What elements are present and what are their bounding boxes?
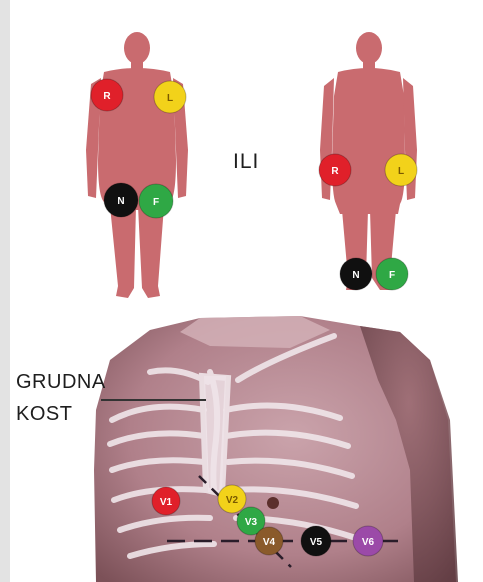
- electrode-l: L: [385, 154, 417, 186]
- electrode-label: V6: [362, 537, 375, 548]
- electrode-label: L: [398, 166, 404, 177]
- electrode-r: R: [91, 79, 123, 111]
- electrode-v5: V5: [301, 526, 331, 556]
- electrode-label: F: [389, 270, 395, 281]
- electrode-label: L: [167, 93, 173, 104]
- body-silhouette-1: [86, 32, 188, 298]
- sternum-label-line1: GRUDNA: [16, 371, 106, 394]
- electrode-n: N: [104, 183, 138, 217]
- electrode-v2: V2: [218, 485, 246, 513]
- electrode-f: F: [376, 258, 408, 290]
- electrode-label: V2: [226, 495, 239, 506]
- electrode-label: R: [103, 91, 111, 102]
- electrode-v1: V1: [152, 487, 180, 515]
- nipple-mark: [267, 497, 279, 509]
- electrode-label: N: [352, 270, 359, 281]
- sternum-label-line2: KOST: [16, 403, 72, 426]
- electrode-label: V4: [263, 537, 276, 548]
- electrode-v4: V4: [255, 527, 283, 555]
- electrode-f: F: [139, 184, 173, 218]
- electrode-label: N: [117, 196, 124, 207]
- electrode-label: V5: [310, 537, 323, 548]
- electrode-v6: V6: [353, 526, 383, 556]
- electrode-label: R: [331, 166, 339, 177]
- electrode-l: L: [154, 81, 186, 113]
- electrode-label: V1: [160, 497, 173, 508]
- electrode-label: F: [153, 197, 159, 208]
- electrode-label: V3: [245, 517, 258, 528]
- ili-separator-text: ILI: [233, 150, 259, 174]
- electrode-r: R: [319, 154, 351, 186]
- electrode-n: N: [340, 258, 372, 290]
